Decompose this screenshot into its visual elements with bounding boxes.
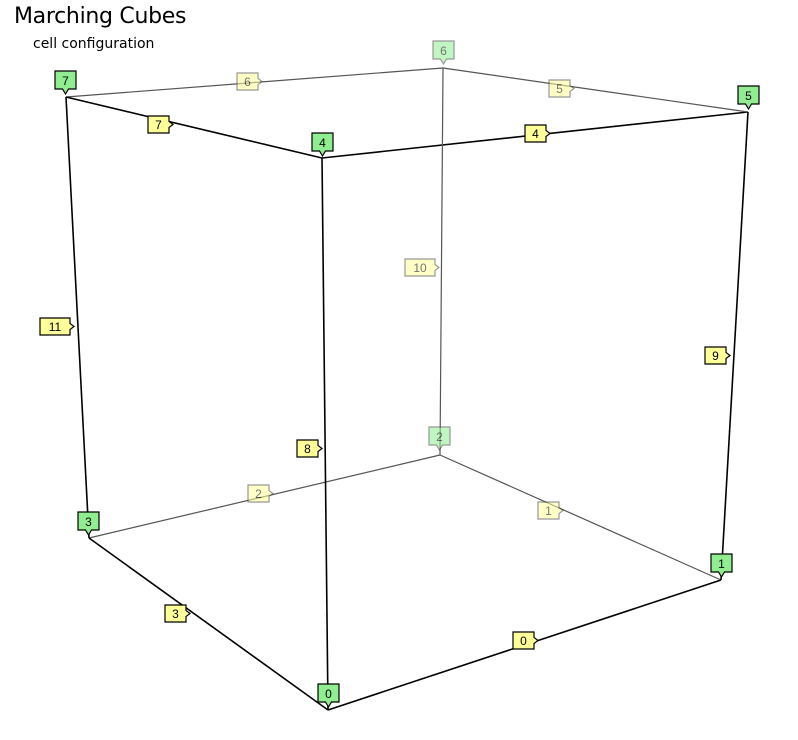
vertex-label-text: 6 xyxy=(440,44,447,58)
vertex-label-text: 7 xyxy=(62,74,69,88)
edge-label-text: 5 xyxy=(556,82,563,96)
vertex-label-7: 7 xyxy=(54,70,77,96)
edge-line-7 xyxy=(65,96,323,159)
edge-label-10: 10 xyxy=(404,258,440,277)
edge-label-1: 1 xyxy=(537,501,564,520)
edge-label-text: 2 xyxy=(255,487,262,501)
vertex-label-text: 5 xyxy=(745,89,752,103)
vertex-label-text: 3 xyxy=(85,515,92,529)
edge-label-text: 7 xyxy=(155,118,162,132)
edge-label-text: 4 xyxy=(532,127,539,141)
vertex-label-text: 2 xyxy=(436,430,443,444)
edge-label-5: 5 xyxy=(548,79,575,98)
edge-label-3: 3 xyxy=(164,604,191,623)
edge-label-text: 1 xyxy=(545,504,552,518)
vertex-label-1: 1 xyxy=(710,553,733,579)
edge-label-text: 0 xyxy=(520,634,527,648)
edge-label-6: 6 xyxy=(236,72,263,91)
vertex-label-5: 5 xyxy=(737,85,760,111)
vertex-label-0: 0 xyxy=(317,683,340,709)
diagram-subtitle: cell configuration xyxy=(33,36,155,52)
diagram-title: Marching Cubes xyxy=(14,4,187,29)
edge-line-9 xyxy=(720,111,749,581)
edge-line-1 xyxy=(439,454,722,581)
vertex-label-text: 4 xyxy=(319,136,326,150)
vertex-label-2: 2 xyxy=(428,426,451,452)
edge-label-text: 10 xyxy=(413,261,427,275)
vertex-label-text: 1 xyxy=(718,557,725,571)
vertex-label-text: 0 xyxy=(325,687,332,701)
vertex-label-6: 6 xyxy=(432,40,455,66)
vertex-label-4: 4 xyxy=(311,132,334,158)
edge-label-9: 9 xyxy=(704,346,731,365)
edge-label-7: 7 xyxy=(147,115,174,134)
edge-label-2: 2 xyxy=(247,484,274,503)
edge-label-text: 6 xyxy=(244,75,251,89)
edge-label-4: 4 xyxy=(524,124,551,143)
edge-label-0: 0 xyxy=(512,631,539,650)
edge-label-text: 3 xyxy=(172,607,179,621)
edge-label-text: 8 xyxy=(304,442,311,456)
labels: 0 1 2 3 4 5 6 7 8 9 10 11 0 1 2 3 4 5 6 7 xyxy=(39,40,760,709)
edge-label-text: 11 xyxy=(49,320,62,334)
edge-line-8 xyxy=(321,157,329,711)
edge-line-5 xyxy=(442,67,749,113)
edge-line-3 xyxy=(88,537,329,711)
edge-label-8: 8 xyxy=(296,439,323,458)
edge-line-10 xyxy=(439,67,444,456)
edge-label-11: 11 xyxy=(39,317,75,336)
edge-line-11 xyxy=(65,96,90,539)
vertex-label-3: 3 xyxy=(77,511,100,537)
edge-label-text: 9 xyxy=(712,349,719,363)
